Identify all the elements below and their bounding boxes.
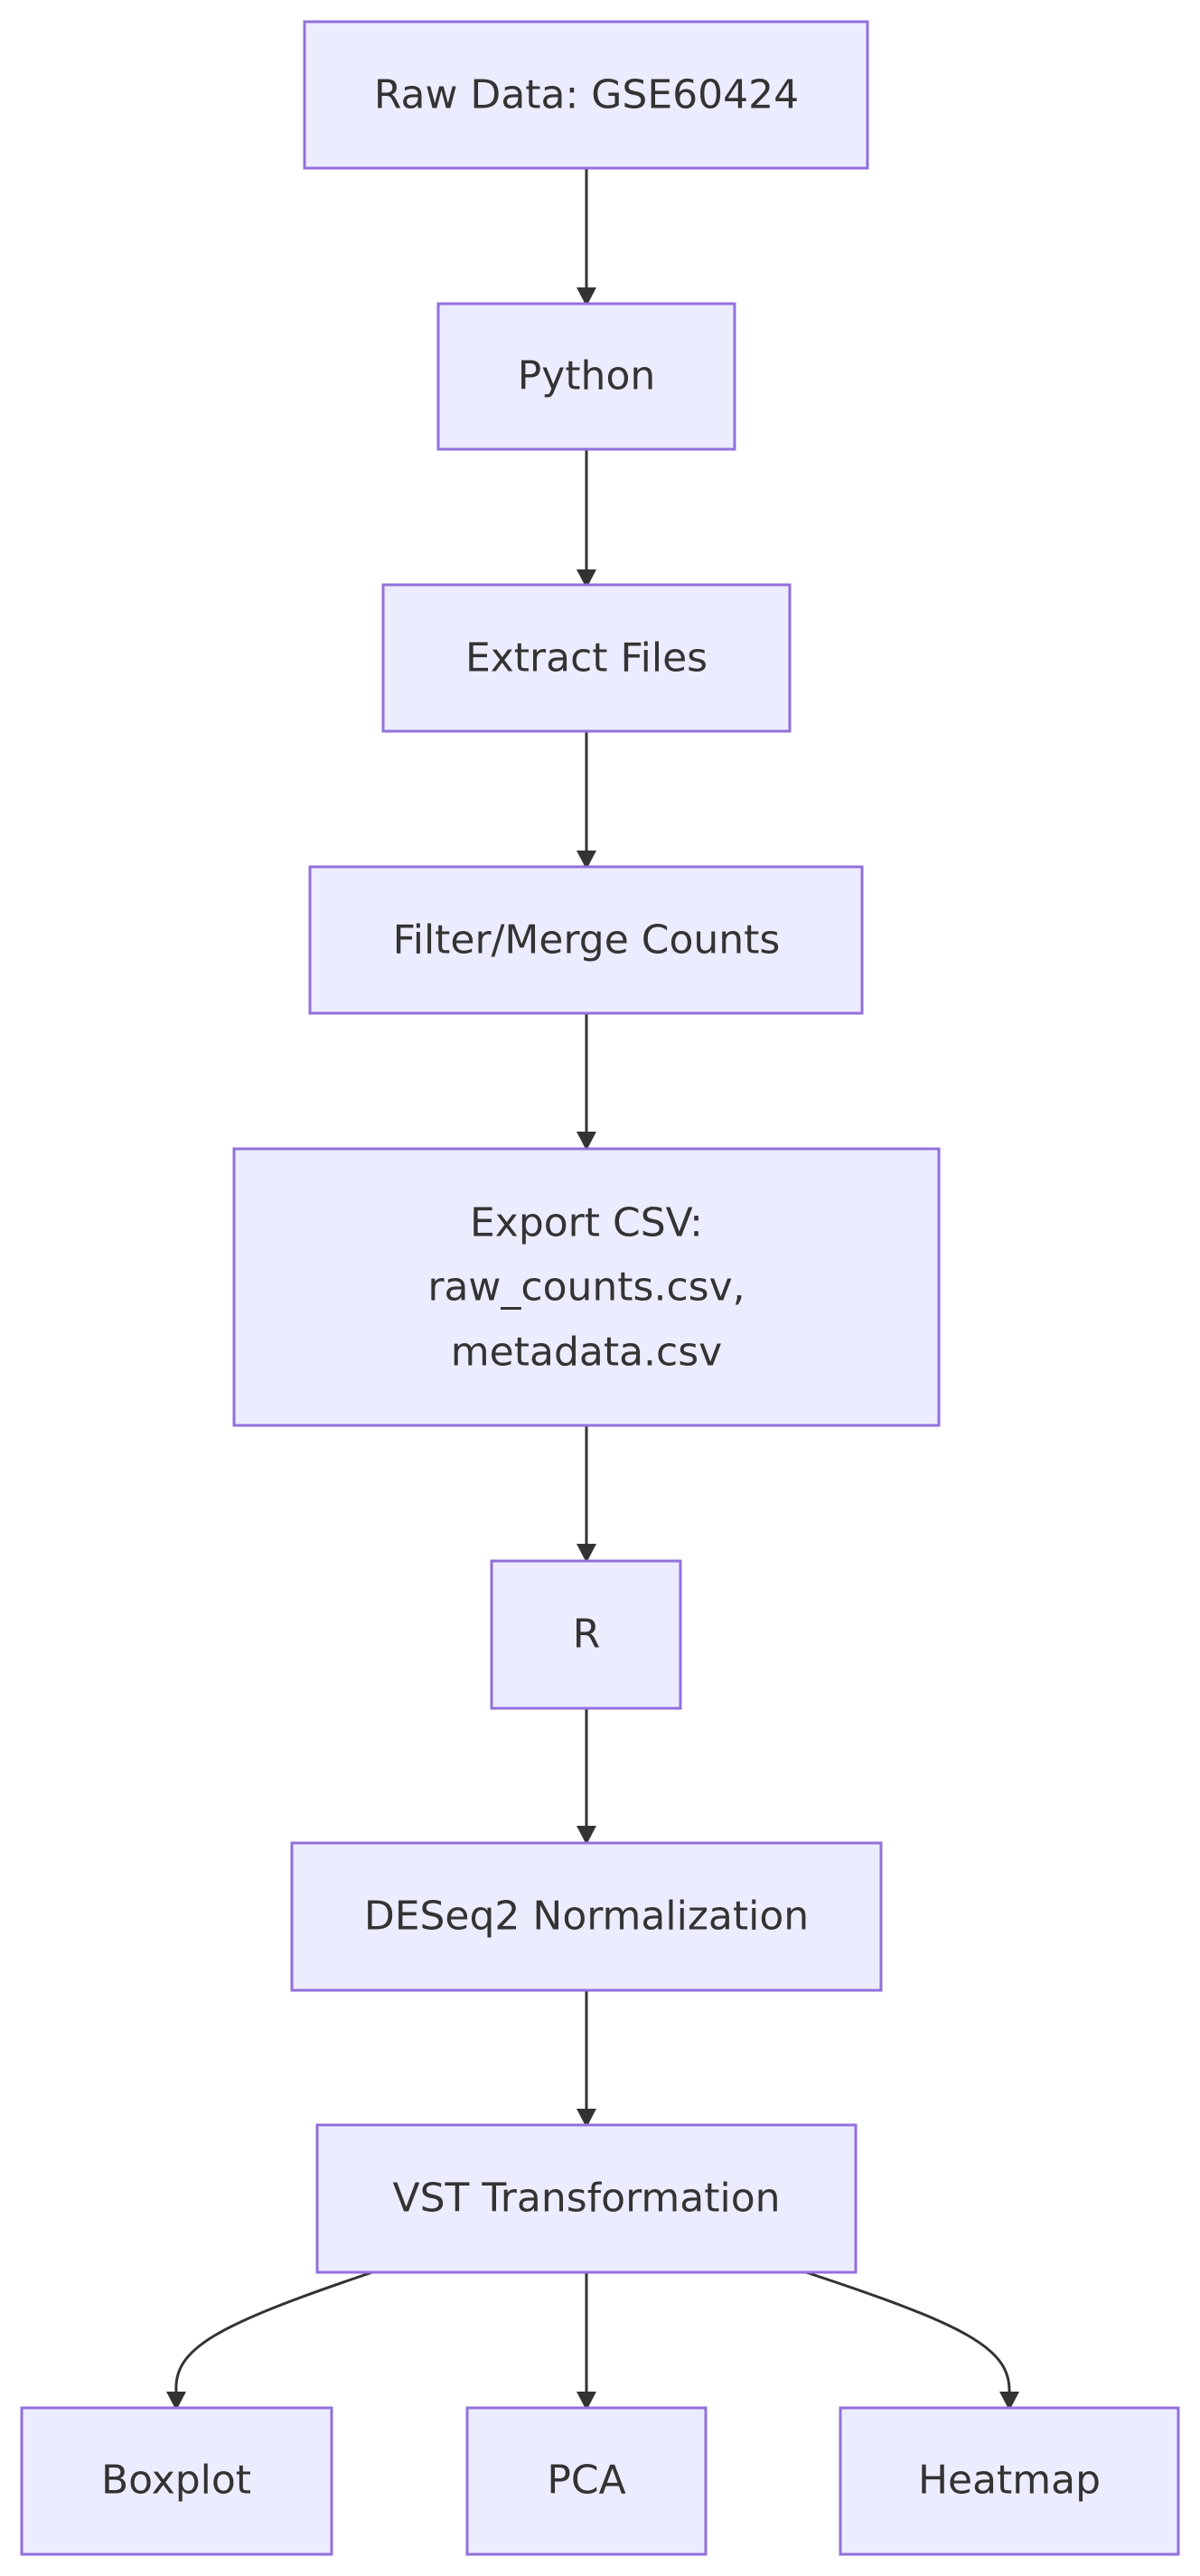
node-extract-files-label: Extract Files xyxy=(465,635,708,682)
arrowhead-python-to-extract xyxy=(577,569,596,588)
node-heatmap-label: Heatmap xyxy=(918,2458,1101,2504)
node-heatmap: Heatmap xyxy=(839,2406,1180,2556)
arrowhead-vst-to-boxplot xyxy=(166,2392,186,2411)
node-python: Python xyxy=(436,302,736,451)
node-filter-merge-counts: Filter/Merge Counts xyxy=(308,865,864,1015)
node-vst-transformation: VST Transformation xyxy=(315,2123,858,2274)
node-export-csv-line3: metadata.csv xyxy=(451,1330,722,1376)
node-extract-files: Extract Files xyxy=(381,583,792,733)
node-deseq2-normalization-label: DESeq2 Normalization xyxy=(364,1894,809,1940)
node-python-label: Python xyxy=(518,353,656,400)
edges-layer xyxy=(166,168,1019,2411)
node-filter-merge-counts-label: Filter/Merge Counts xyxy=(393,917,781,964)
node-raw-data-label: Raw Data: GSE60424 xyxy=(374,72,799,118)
arrowhead-vst-to-heatmap xyxy=(999,2392,1019,2411)
edge-vst-to-heatmap xyxy=(805,2270,1011,2393)
nodes-layer: Raw Data: GSE60424 Python Extract Files … xyxy=(20,20,1180,2556)
node-export-csv-line2: raw_counts.csv, xyxy=(427,1264,745,1311)
node-boxplot-label: Boxplot xyxy=(101,2458,251,2504)
arrowhead-filter-to-export xyxy=(577,1132,596,1151)
node-r: R xyxy=(490,1559,682,1710)
node-vst-transformation-label: VST Transformation xyxy=(393,2176,781,2222)
node-boxplot: Boxplot xyxy=(20,2406,333,2556)
arrowhead-extract-to-filter xyxy=(577,851,596,870)
arrowhead-vst-to-pca xyxy=(577,2392,596,2411)
arrowhead-raw-to-python xyxy=(577,287,596,306)
node-r-label: R xyxy=(573,1612,601,1658)
node-deseq2-normalization: DESeq2 Normalization xyxy=(290,1841,883,1992)
node-pca-label: PCA xyxy=(547,2458,625,2504)
arrowhead-r-to-deseq2 xyxy=(577,1826,596,1845)
node-raw-data: Raw Data: GSE60424 xyxy=(303,20,869,170)
arrowhead-export-to-r xyxy=(577,1544,596,1563)
arrowhead-deseq2-to-vst xyxy=(577,2109,596,2128)
node-export-csv-line1: Export CSV: xyxy=(470,1200,703,1246)
edge-vst-to-boxplot xyxy=(174,2270,373,2393)
node-pca: PCA xyxy=(465,2406,708,2556)
node-export-csv: Export CSV: raw_counts.csv, metadata.csv xyxy=(232,1147,941,1427)
